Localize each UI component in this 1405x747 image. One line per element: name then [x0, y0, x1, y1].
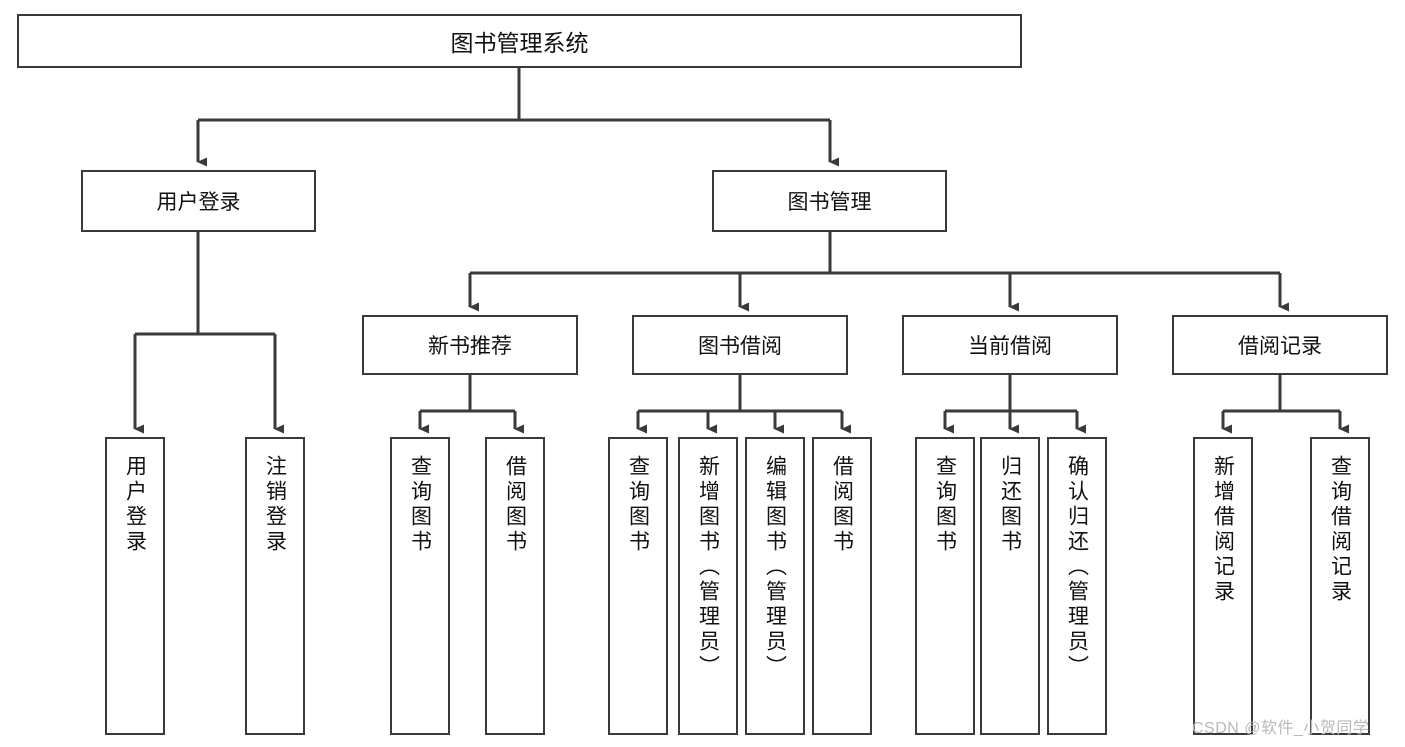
node-user-login[interactable]: 用户登录 — [81, 170, 316, 232]
node-leaf-query-book-1[interactable]: 查询图书 — [390, 437, 450, 735]
node-leaf-user-login[interactable]: 用户登录 — [105, 437, 165, 735]
node-leaf-edit-book-admin[interactable]: 编辑图书（管理员） — [745, 437, 805, 735]
node-leaf-add-book-admin[interactable]: 新增图书（管理员） — [678, 437, 738, 735]
node-leaf-return-book[interactable]: 归还图书 — [980, 437, 1040, 735]
node-leaf-query-book-2-label: 查询图书 — [626, 455, 650, 555]
node-leaf-query-book-1-label: 查询图书 — [408, 455, 432, 555]
node-leaf-add-borrow-record[interactable]: 新增借阅记录 — [1193, 437, 1253, 735]
watermark: CSDN @软件_小贺同学 — [1192, 720, 1370, 737]
node-leaf-query-borrow-record-label: 查询借阅记录 — [1328, 455, 1352, 605]
node-root[interactable]: 图书管理系统 — [17, 14, 1022, 68]
node-book-borrow-label: 图书借阅 — [698, 335, 782, 358]
node-leaf-add-borrow-record-label: 新增借阅记录 — [1211, 455, 1235, 605]
node-leaf-confirm-return-admin[interactable]: 确认归还（管理员） — [1047, 437, 1107, 735]
node-leaf-confirm-return-admin-label: 确认归还（管理员） — [1065, 455, 1089, 680]
node-root-label: 图书管理系统 — [450, 30, 589, 56]
node-borrow-record[interactable]: 借阅记录 — [1172, 315, 1388, 375]
node-leaf-return-book-label: 归还图书 — [998, 455, 1022, 555]
node-book-manage[interactable]: 图书管理 — [712, 170, 947, 232]
node-leaf-query-book-3[interactable]: 查询图书 — [915, 437, 975, 735]
node-new-book-recommend[interactable]: 新书推荐 — [362, 315, 578, 375]
node-book-borrow[interactable]: 图书借阅 — [632, 315, 848, 375]
node-leaf-logout-login-label: 注销登录 — [263, 455, 287, 555]
node-leaf-edit-book-admin-label: 编辑图书（管理员） — [763, 455, 787, 680]
node-leaf-borrow-book-2-label: 借阅图书 — [830, 455, 854, 555]
node-current-borrow-label: 当前借阅 — [968, 335, 1052, 358]
node-book-manage-label: 图书管理 — [787, 191, 872, 214]
node-new-book-recommend-label: 新书推荐 — [428, 335, 512, 358]
node-user-login-label: 用户登录 — [156, 191, 241, 214]
node-current-borrow[interactable]: 当前借阅 — [902, 315, 1118, 375]
node-leaf-user-login-label: 用户登录 — [123, 455, 147, 555]
node-leaf-borrow-book-1[interactable]: 借阅图书 — [485, 437, 545, 735]
node-leaf-borrow-book-1-label: 借阅图书 — [503, 455, 527, 555]
node-leaf-query-book-2[interactable]: 查询图书 — [608, 437, 668, 735]
node-leaf-logout-login[interactable]: 注销登录 — [245, 437, 305, 735]
node-leaf-query-borrow-record[interactable]: 查询借阅记录 — [1310, 437, 1370, 735]
node-leaf-add-book-admin-label: 新增图书（管理员） — [696, 455, 720, 680]
node-leaf-borrow-book-2[interactable]: 借阅图书 — [812, 437, 872, 735]
node-leaf-query-book-3-label: 查询图书 — [933, 455, 957, 555]
node-borrow-record-label: 借阅记录 — [1238, 335, 1322, 358]
